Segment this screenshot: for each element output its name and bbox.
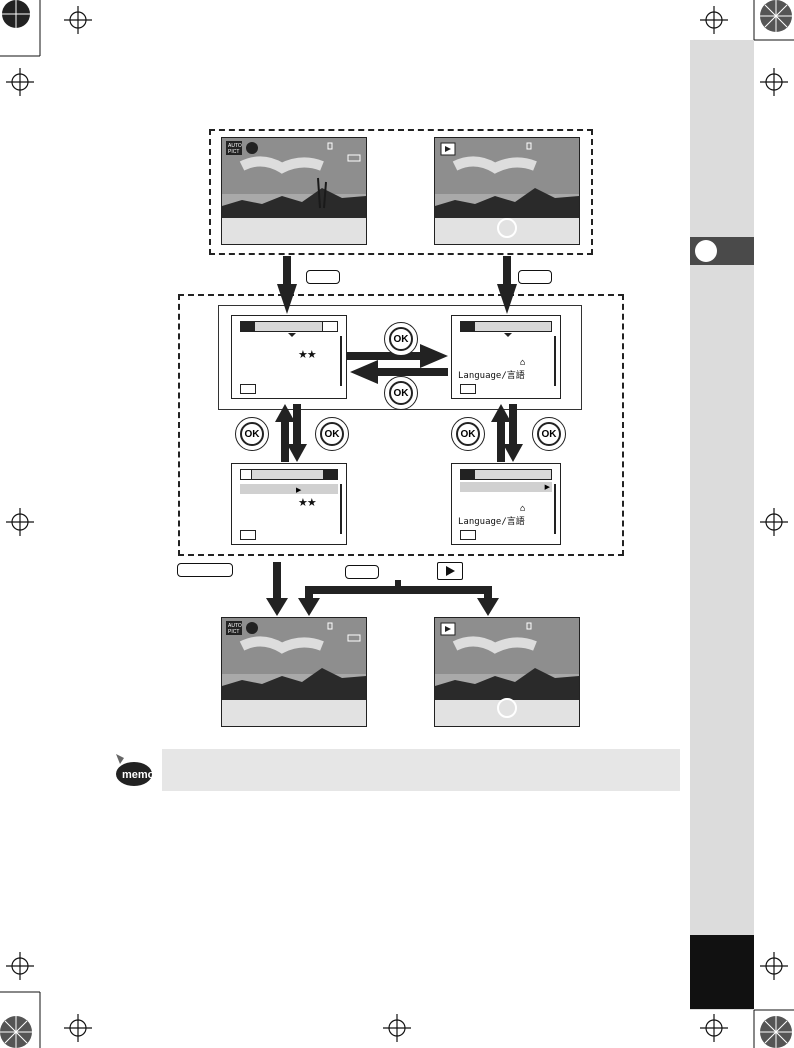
wrench-tab-icon	[323, 470, 337, 479]
menu-tab-bar	[460, 321, 552, 332]
ok-down-button-left[interactable]: OK	[315, 417, 349, 451]
svg-text:AUTO: AUTO	[228, 623, 242, 629]
ok-down-button-right[interactable]: OK	[532, 417, 566, 451]
memo-note-bar	[162, 749, 680, 791]
menu-scrollbar	[554, 336, 556, 386]
selected-menu-row	[460, 482, 552, 492]
quality-stars: ★★	[298, 497, 317, 509]
chevron-right-icon: ▶	[544, 484, 550, 491]
shutter-release-button[interactable]	[177, 563, 233, 577]
memo-pencil-icon: memo	[116, 754, 154, 786]
wrench-tab-icon	[322, 322, 337, 331]
chapter-number-circle	[695, 240, 717, 262]
play-triangle-icon	[446, 566, 455, 576]
capture-screen-bottom: AUTO PICT	[221, 617, 367, 727]
svg-text:PICT: PICT	[228, 629, 239, 635]
svg-text:PICT: PICT	[228, 149, 239, 155]
menu-scrollbar	[340, 484, 342, 534]
chevron-right-icon: ▶	[296, 487, 302, 494]
setup-menu-item-selected: ▶ ⌂ Language/言語	[451, 463, 561, 545]
ok-up-button-right[interactable]: OK	[451, 417, 485, 451]
menu-button-bottom[interactable]	[345, 565, 379, 579]
quality-stars: ★★	[298, 349, 317, 361]
camera-tab-icon	[241, 470, 252, 479]
menu-button-left[interactable]	[306, 270, 340, 284]
language-setting-label: Language/言語	[458, 517, 525, 527]
chevron-down-icon	[288, 333, 296, 337]
selected-menu-row	[240, 484, 338, 494]
ok-up-button-left[interactable]: OK	[235, 417, 269, 451]
ok-right-button[interactable]: OK	[384, 322, 418, 356]
menu-tab-bar	[240, 469, 338, 480]
rec-mode-menu-item-selected: ▶ ★★	[231, 463, 347, 545]
camera-tab-icon	[241, 322, 255, 331]
top-screens-group	[209, 129, 593, 255]
setup-menu-screen: ⌂ Language/言語	[451, 315, 561, 399]
home-icon: ⌂	[520, 504, 526, 514]
rec-mode-menu-screen: ★★	[231, 315, 347, 399]
menu-button-right[interactable]	[518, 270, 552, 284]
language-setting-label: Language/言語	[458, 371, 525, 381]
capture-screen-top: AUTO PICT	[221, 137, 367, 245]
playback-button[interactable]	[437, 562, 463, 580]
menu-scrollbar	[340, 336, 342, 386]
chevron-down-icon	[504, 333, 512, 337]
svg-text:AUTO: AUTO	[228, 143, 242, 149]
menu-footer-icon	[460, 384, 476, 394]
playback-screen-top	[434, 137, 580, 245]
page-number-tab	[690, 935, 754, 1009]
menu-footer-icon	[240, 530, 256, 540]
playback-screen-bottom	[434, 617, 580, 727]
menu-tab-bar	[240, 321, 338, 332]
menu-tab-bar	[460, 469, 552, 480]
camera-tab-icon	[461, 322, 475, 331]
camera-tab-icon	[461, 470, 475, 479]
svg-text:memo: memo	[122, 769, 154, 781]
menu-footer-icon	[240, 384, 256, 394]
menu-footer-icon	[460, 530, 476, 540]
home-icon: ⌂	[520, 358, 526, 368]
menu-scrollbar	[554, 484, 556, 534]
chapter-side-tab	[690, 40, 754, 1010]
ok-left-button[interactable]: OK	[384, 376, 418, 410]
menu-screens-group	[178, 294, 624, 556]
